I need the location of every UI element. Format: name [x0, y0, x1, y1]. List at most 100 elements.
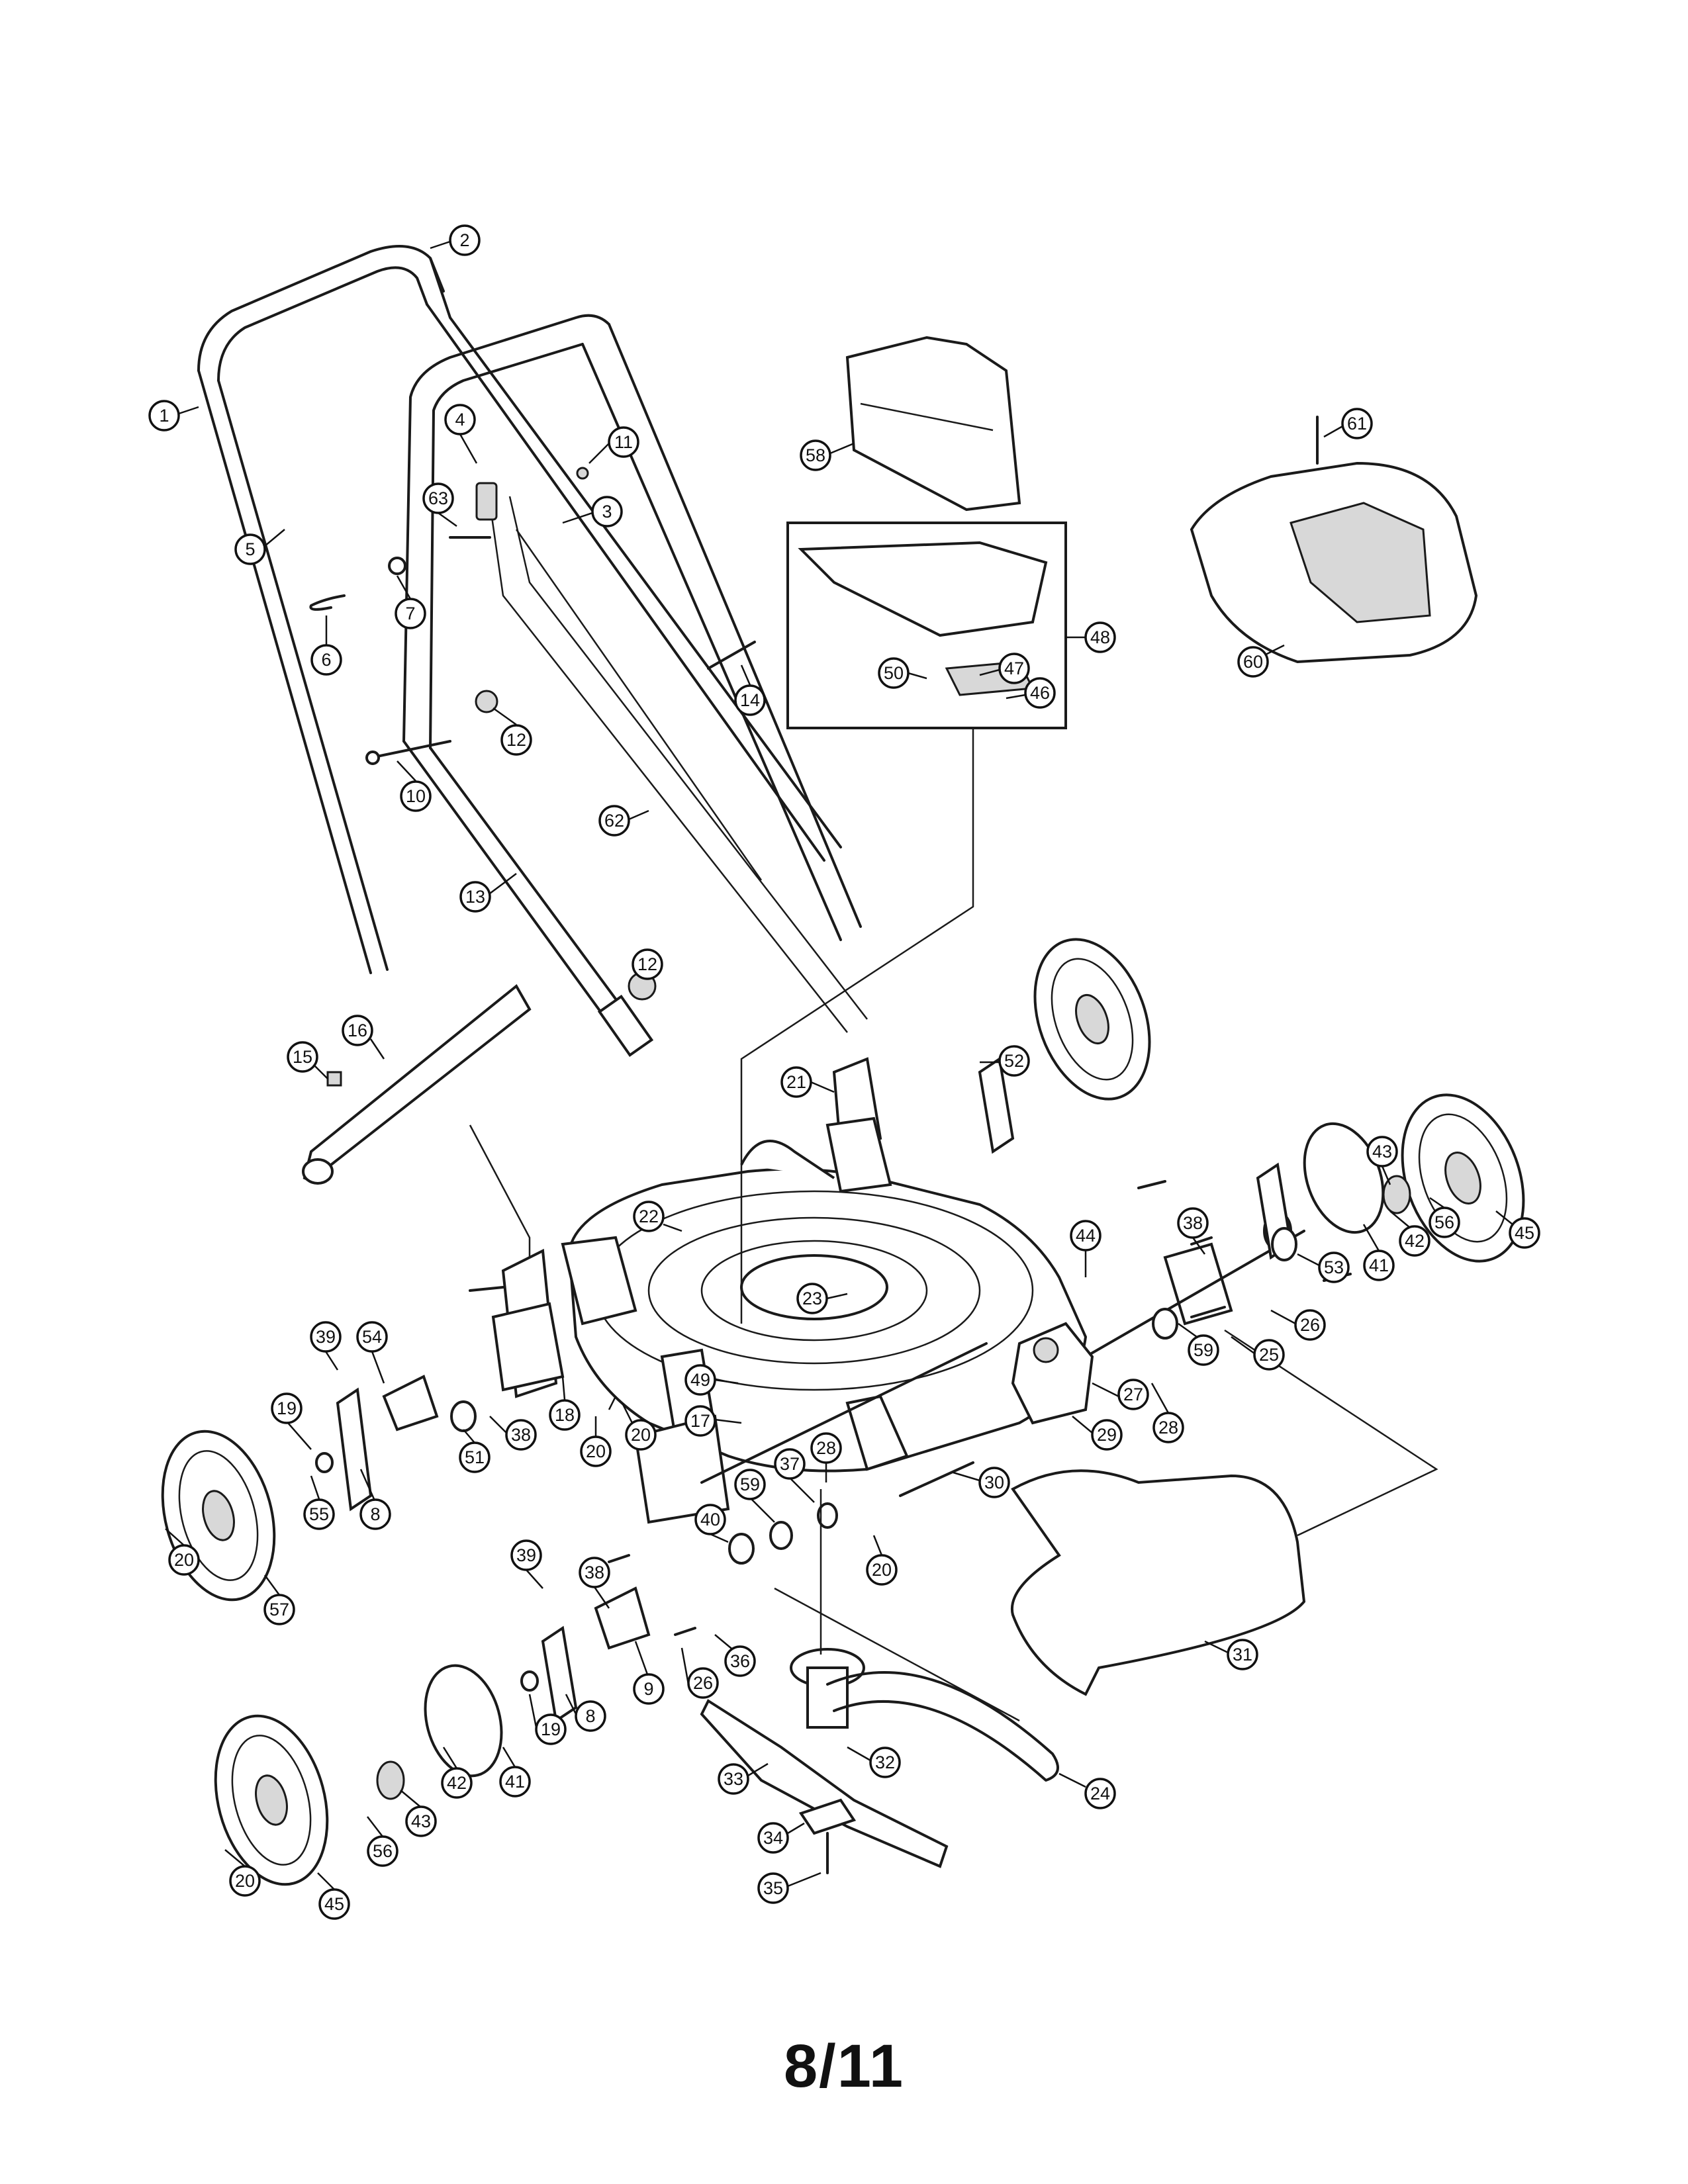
svg-text:16: 16 [348, 1021, 367, 1040]
upper-handle [197, 245, 842, 974]
callout-26b: 26 [680, 1647, 719, 1699]
callout-10: 10 [397, 760, 432, 812]
wheel-rear-left [214, 1714, 329, 1886]
svg-text:21: 21 [786, 1072, 806, 1092]
svg-text:20: 20 [586, 1441, 606, 1461]
callout-39a: 39 [310, 1321, 342, 1371]
callout-55: 55 [303, 1475, 335, 1530]
callout-12b: 12 [632, 948, 663, 980]
callout-28b: 28 [810, 1432, 842, 1482]
svg-text:14: 14 [740, 690, 760, 710]
rear-baffle [302, 983, 532, 1185]
callout-20e: 20 [224, 1849, 261, 1897]
svg-text:43: 43 [1372, 1142, 1392, 1161]
callout-8b: 8 [565, 1694, 606, 1732]
callout-38a: 38 [1177, 1207, 1209, 1255]
callout-39b: 39 [510, 1539, 543, 1589]
grass-bag-lid [845, 336, 1021, 512]
svg-text:37: 37 [780, 1454, 800, 1474]
control-cables [489, 496, 868, 1033]
svg-text:38: 38 [1183, 1213, 1203, 1233]
svg-text:46: 46 [1030, 683, 1050, 703]
wheel-front-left [161, 1430, 276, 1602]
callout-31: 31 [1204, 1639, 1258, 1670]
svg-text:55: 55 [309, 1504, 329, 1524]
svg-text:59: 59 [1194, 1340, 1213, 1360]
callout-14: 14 [734, 664, 766, 716]
callout-61: 61 [1323, 408, 1373, 439]
svg-text:45: 45 [324, 1894, 344, 1914]
svg-text:8: 8 [370, 1504, 380, 1524]
callout-1: 1 [148, 400, 199, 432]
svg-text:52: 52 [1004, 1051, 1024, 1071]
callout-26a: 26 [1270, 1309, 1326, 1341]
svg-text:63: 63 [428, 488, 448, 508]
svg-text:42: 42 [1405, 1231, 1425, 1251]
svg-text:3: 3 [602, 502, 612, 522]
callout-62: 62 [598, 805, 649, 837]
svg-text:50: 50 [884, 663, 904, 683]
svg-text:42: 42 [447, 1773, 467, 1793]
callout-12a: 12 [492, 707, 532, 756]
callout-20a: 20 [580, 1416, 612, 1467]
svg-text:27: 27 [1123, 1385, 1143, 1404]
callout-19a: 19 [271, 1392, 312, 1450]
svg-text:13: 13 [465, 887, 485, 907]
callout-16: 16 [342, 1015, 385, 1060]
callout-52: 52 [980, 1045, 1030, 1077]
callout-8a: 8 [359, 1469, 391, 1530]
callout-30: 30 [953, 1467, 1010, 1498]
svg-text:17: 17 [690, 1411, 710, 1431]
callout-25: 25 [1231, 1336, 1285, 1371]
callout-44: 44 [1070, 1220, 1102, 1277]
mulch-plug-box [786, 522, 1067, 729]
callout-56a: 56 [1429, 1197, 1460, 1238]
svg-text:51: 51 [465, 1447, 485, 1467]
svg-text:56: 56 [1434, 1212, 1454, 1232]
callout-5: 5 [234, 529, 285, 565]
callout-59b: 59 [734, 1469, 775, 1523]
svg-text:61: 61 [1347, 414, 1367, 433]
svg-text:18: 18 [555, 1405, 575, 1425]
svg-text:29: 29 [1097, 1425, 1117, 1445]
svg-text:41: 41 [1369, 1255, 1389, 1275]
callout-58: 58 [800, 439, 855, 471]
callout-20c: 20 [165, 1528, 200, 1576]
callout-47: 47 [979, 653, 1030, 684]
svg-text:30: 30 [984, 1473, 1004, 1492]
svg-text:6: 6 [321, 650, 331, 670]
svg-text:24: 24 [1090, 1784, 1110, 1803]
reference-lines [469, 728, 1438, 1722]
callout-46: 46 [1006, 677, 1056, 709]
callout-17: 17 [684, 1405, 742, 1437]
svg-text:19: 19 [277, 1398, 297, 1418]
callout-42b: 42 [441, 1747, 473, 1799]
svg-text:10: 10 [406, 786, 426, 806]
svg-text:20: 20 [235, 1871, 255, 1891]
callout-53: 53 [1297, 1251, 1350, 1283]
callout-29: 29 [1072, 1416, 1123, 1451]
svg-text:9: 9 [643, 1679, 653, 1699]
svg-text:26: 26 [1300, 1315, 1320, 1335]
axles [700, 1230, 1305, 1497]
callout-41a: 41 [1362, 1224, 1395, 1281]
svg-text:26: 26 [693, 1673, 713, 1693]
callout-11: 11 [588, 426, 639, 464]
svg-text:49: 49 [690, 1370, 710, 1390]
svg-text:58: 58 [806, 445, 825, 465]
rear-height-adjuster [491, 1057, 892, 1398]
callout-49: 49 [684, 1364, 739, 1396]
callout-20f: 20 [608, 1396, 617, 1410]
wheel-front-right [1033, 938, 1151, 1101]
callout-20b: 20 [621, 1402, 657, 1451]
svg-text:23: 23 [802, 1289, 822, 1308]
svg-text:5: 5 [245, 539, 255, 559]
svg-text:56: 56 [373, 1841, 393, 1861]
callout-48: 48 [1066, 621, 1116, 653]
callout-21: 21 [780, 1066, 835, 1098]
svg-text:62: 62 [604, 811, 624, 831]
svg-text:20: 20 [872, 1560, 892, 1580]
callout-51: 51 [459, 1429, 491, 1473]
svg-text:33: 33 [724, 1769, 743, 1789]
callout-54: 54 [356, 1321, 388, 1384]
